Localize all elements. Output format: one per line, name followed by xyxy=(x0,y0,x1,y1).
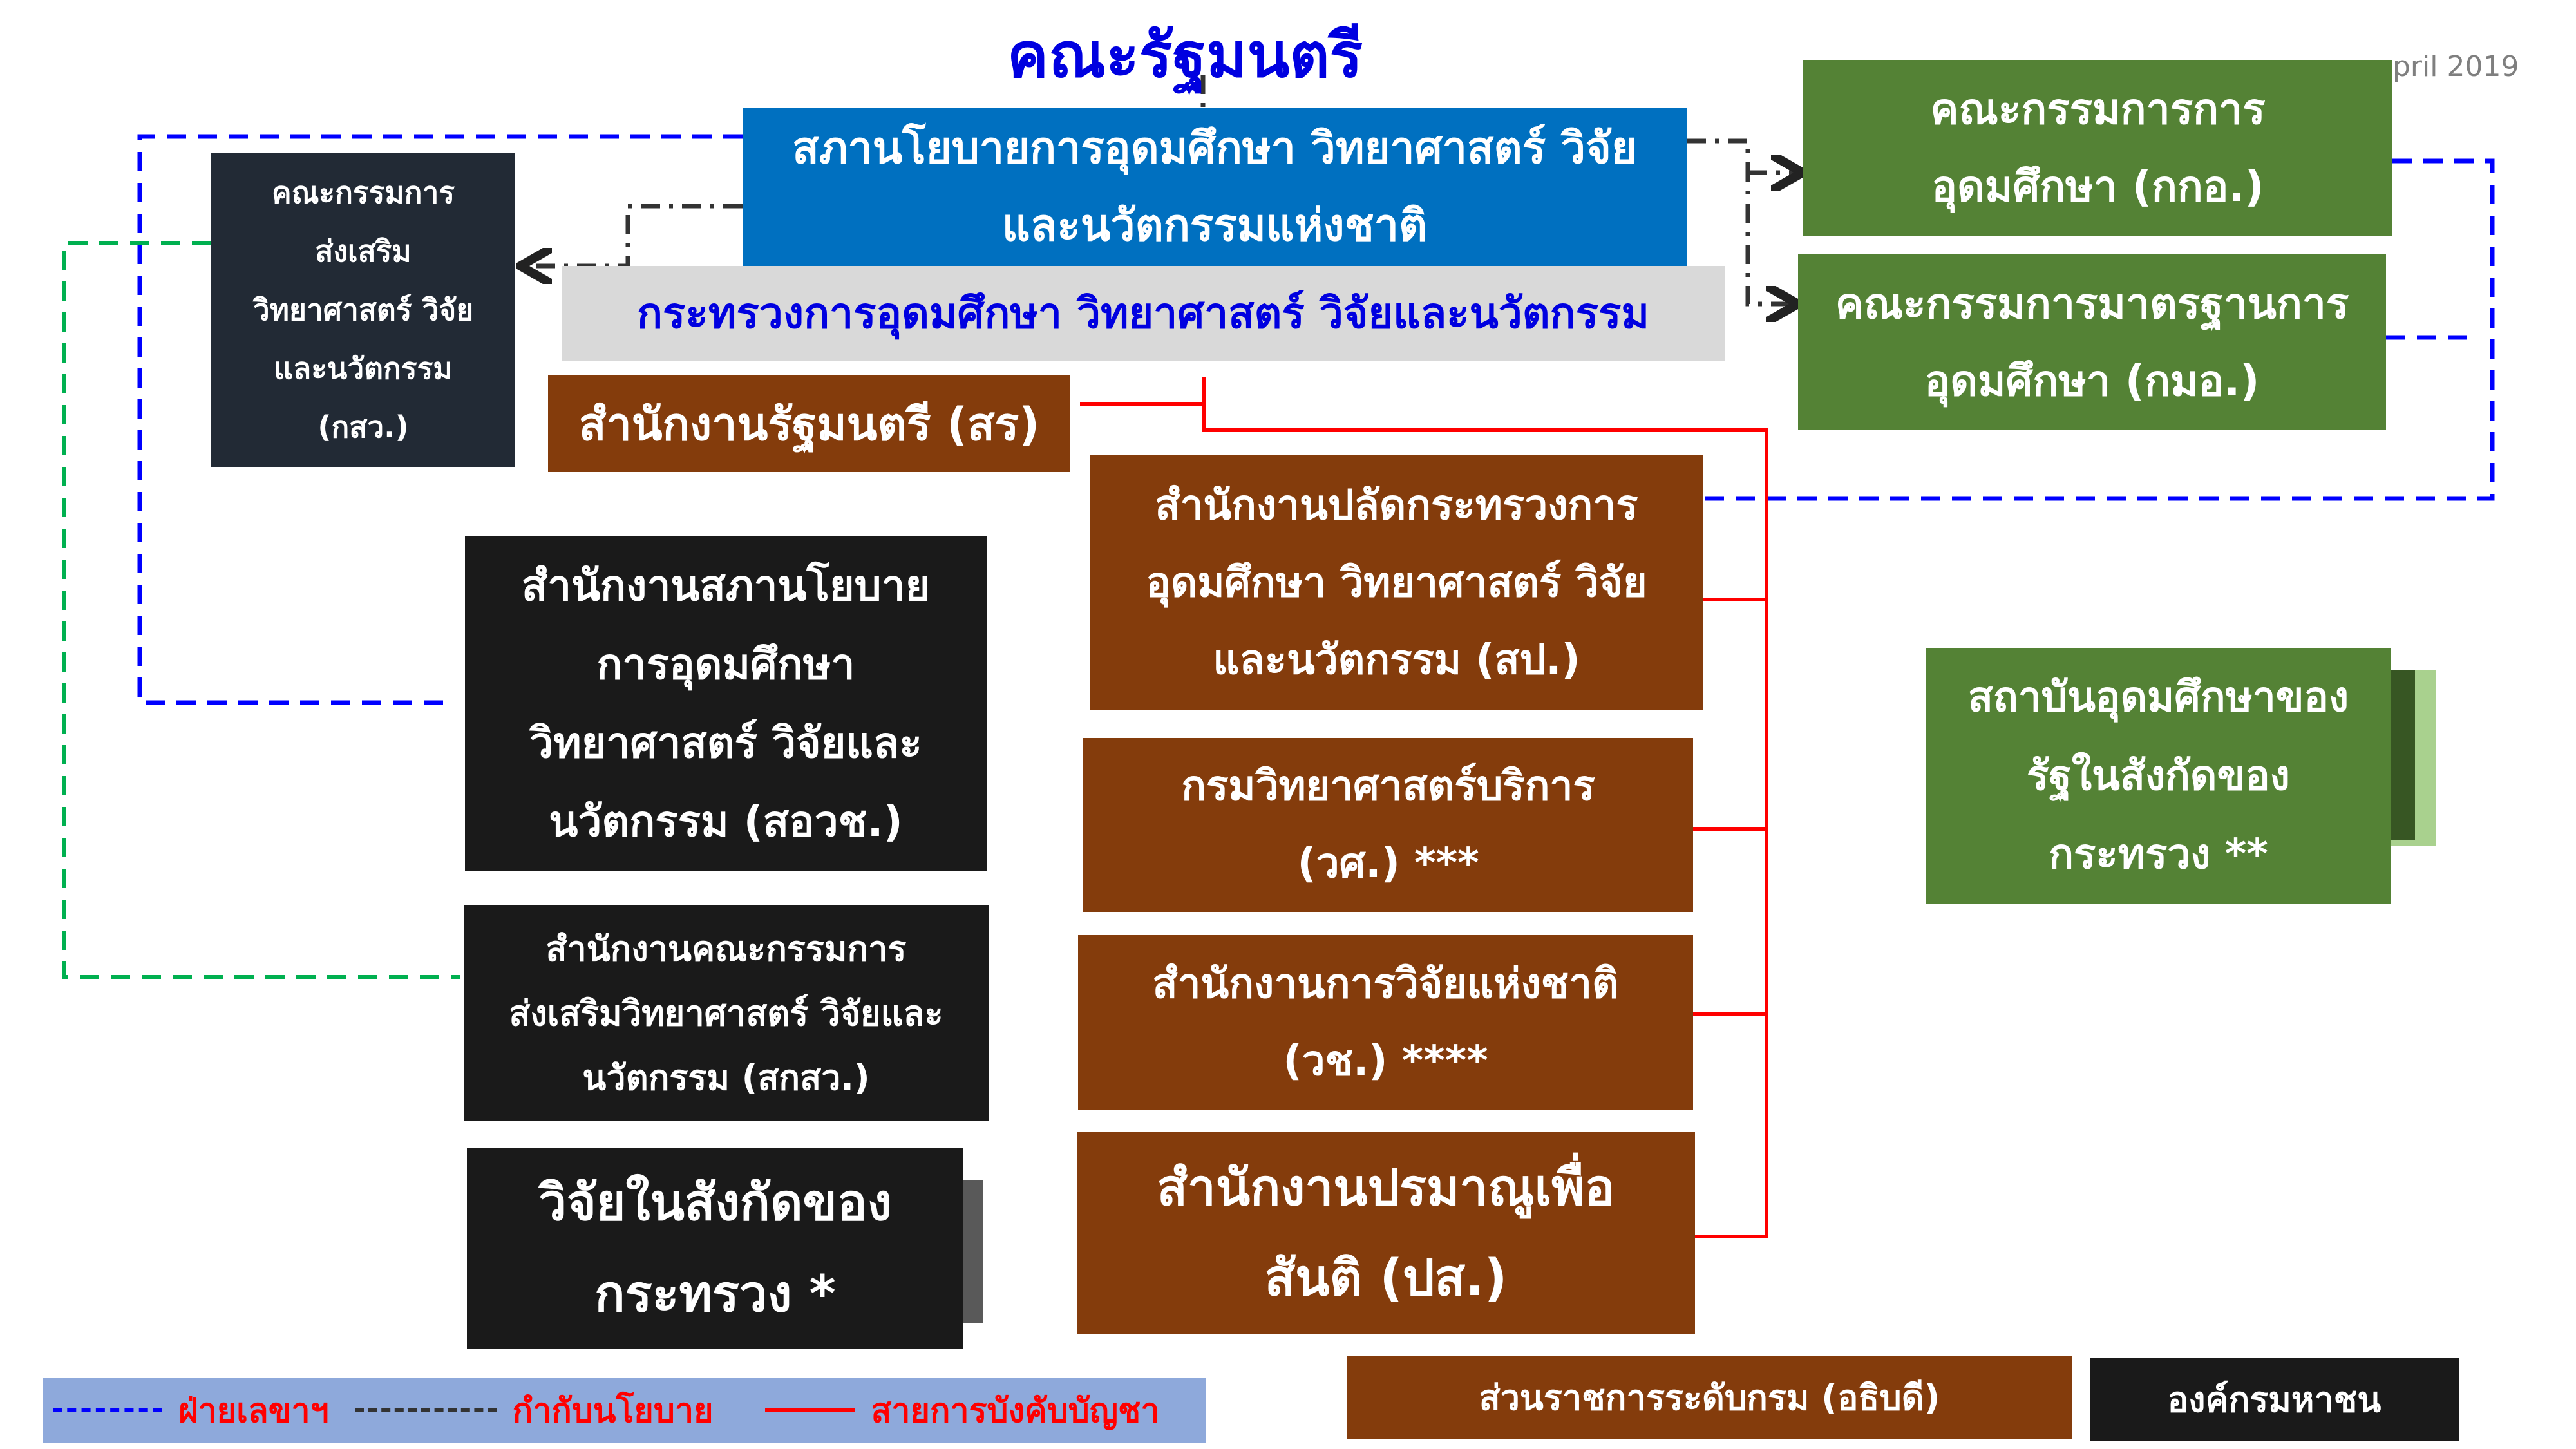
research-units-box: วิจัยในสังกัดของ กระทรวง * xyxy=(467,1148,963,1349)
permanent-secretary-box: สำนักงานปลัดกระทรวงการ อุดมศึกษา วิทยาศา… xyxy=(1090,455,1703,710)
legend-command-line xyxy=(764,1408,855,1412)
box-line: ส่งเสริมวิทยาศาสตร์ วิจัยและ xyxy=(509,992,943,1034)
standards-committee-box: คณะกรรมการมาตรฐานการ อุดมศึกษา (กมอ.) xyxy=(1798,254,2386,430)
legend-policy-label: กำกับนโยบาย xyxy=(512,1392,714,1430)
box-line: และนวัตกรรม xyxy=(274,350,453,386)
policy-office-box: สำนักงานสภานโยบาย การอุดมศึกษา วิทยาศาสต… xyxy=(465,536,987,871)
promotion-committee-box: คณะกรรมการ ส่งเสริม วิทยาศาสตร์ วิจัย แล… xyxy=(211,153,515,467)
box-line: กระทรวงการอุดมศึกษา วิทยาศาสตร์ วิจัยและ… xyxy=(636,289,1650,338)
research-units-shadow xyxy=(963,1180,983,1323)
box-line: กรมวิทยาศาสตร์บริการ xyxy=(1181,762,1595,810)
box-line: อุดมศึกษา วิทยาศาสตร์ วิจัย xyxy=(1146,558,1647,607)
box-line: กระทรวง ** xyxy=(2049,831,2268,878)
box-line: คณะกรรมการการ xyxy=(1930,84,2266,134)
tsri-box: สำนักงานคณะกรรมการ ส่งเสริมวิทยาศาสตร์ ว… xyxy=(464,905,989,1121)
box-line: สำนักงานรัฐมนตรี (สร) xyxy=(578,397,1040,451)
box-line: สถาบันอุดมศึกษาของ xyxy=(1967,674,2349,721)
box-line: สำนักงานปรมาณูเพื่อ xyxy=(1157,1159,1615,1217)
box-line: และนวัตกรรมแห่งชาติ xyxy=(1001,200,1428,251)
box-line: องค์กรมหาชน xyxy=(2167,1379,2382,1420)
box-line: นวัตกรรม (สกสว.) xyxy=(582,1057,870,1098)
box-line: การอุดมศึกษา xyxy=(596,639,855,689)
box-line: สภานโยบายการอุดมศึกษา วิทยาศาสตร์ วิจัย xyxy=(792,122,1637,174)
box-line: วิทยาศาสตร์ วิจัย xyxy=(252,292,474,327)
box-line: สำนักงานปลัดกระทรวงการ xyxy=(1155,481,1638,529)
box-line: สำนักงานสภานโยบาย xyxy=(521,560,931,611)
legend-secretariat-label: ฝ่ายเลขาฯ xyxy=(178,1392,329,1430)
box-line: (วศ.) *** xyxy=(1297,840,1479,887)
research-council-box: สำนักงานการวิจัยแห่งชาติ (วช.) **** xyxy=(1078,935,1693,1110)
box-line: อุดมศึกษา (กมอ.) xyxy=(1924,355,2260,406)
policy-lines xyxy=(525,75,1798,304)
higher-ed-committee-box: คณะกรรมการการ อุดมศึกษา (กกอ.) xyxy=(1803,60,2392,236)
command-lines xyxy=(1080,377,1768,1238)
atoms-peace-box: สำนักงานปรมาณูเพื่อ สันติ (ปส.) xyxy=(1077,1132,1695,1334)
box-line: วิทยาศาสตร์ วิจัยและ xyxy=(529,717,922,768)
box-line: รัฐในสังกัดของ xyxy=(2027,752,2290,800)
state-universities-box: สถาบันอุดมศึกษาของ รัฐในสังกัดของ กระทรว… xyxy=(1926,648,2391,904)
box-line: สำนักงานคณะกรรมการ xyxy=(545,928,907,969)
box-line: อุดมศึกษา (กกอ.) xyxy=(1931,161,2264,211)
box-line: วิจัยในสังกัดของ xyxy=(538,1174,892,1232)
policy-council-box: สภานโยบายการอุดมศึกษา วิทยาศาสตร์ วิจัย … xyxy=(743,108,1687,266)
legend-policy-line xyxy=(354,1408,497,1412)
box-line: สำนักงานการวิจัยแห่งชาติ xyxy=(1152,960,1619,1008)
key-department: ส่วนราชการระดับกรม (อธิบดี) xyxy=(1347,1356,2072,1439)
minister-office-box: สำนักงานรัฐมนตรี (สร) xyxy=(548,375,1070,472)
legend: ฝ่ายเลขาฯ กำกับนโยบาย สายการบังคับบัญชา xyxy=(43,1378,1206,1443)
box-line: คณะกรรมการมาตรฐานการ xyxy=(1835,278,2349,328)
box-line: ส่งเสริม xyxy=(315,233,412,269)
box-line: และนวัตกรรม (สป.) xyxy=(1213,636,1580,684)
box-line: กระทรวง * xyxy=(594,1265,836,1323)
box-line: คณะกรรมการ xyxy=(271,175,455,210)
key-public-org: องค์กรมหาชน xyxy=(2090,1358,2459,1441)
box-line: ส่วนราชการระดับกรม (อธิบดี) xyxy=(1479,1377,1940,1418)
legend-command-label: สายการบังคับบัญชา xyxy=(871,1392,1160,1430)
page-title: คณะรัฐมนตรี xyxy=(1007,19,1363,91)
box-line: (วช.) **** xyxy=(1283,1037,1488,1085)
science-service-box: กรมวิทยาศาสตร์บริการ (วศ.) *** xyxy=(1083,738,1693,912)
advisory-lines xyxy=(62,241,460,979)
box-line: นวัตกรรม (สอวช.) xyxy=(549,796,903,846)
date-label: pril 2019 xyxy=(2392,50,2519,83)
state-universities-shadow-dark xyxy=(2391,670,2415,840)
box-line: (กสว.) xyxy=(317,409,409,444)
legend-secretariat-line xyxy=(53,1408,162,1412)
ministry-box: กระทรวงการอุดมศึกษา วิทยาศาสตร์ วิจัยและ… xyxy=(562,266,1725,361)
secretariat-lines xyxy=(137,134,2495,705)
box-line: สันติ (ปส.) xyxy=(1264,1249,1508,1307)
